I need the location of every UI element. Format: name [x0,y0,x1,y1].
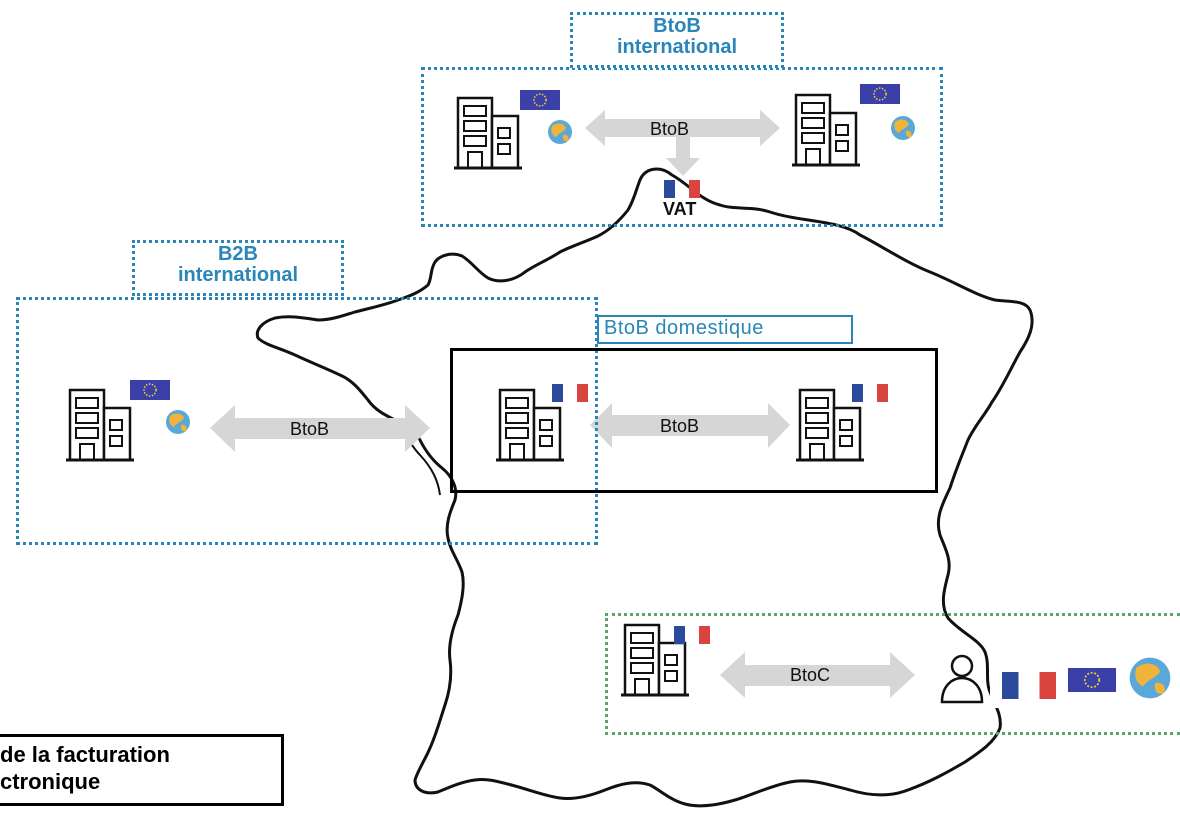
globe-icon [1129,657,1171,699]
globe-icon [166,410,190,434]
b2b-international-line1: B2B [217,243,258,265]
caption-text: de la facturation ctronique [0,741,170,795]
arrow-middle [590,403,790,448]
france-flag-icon [664,180,700,198]
btob-international-box [421,67,943,227]
arrow-top [585,110,780,146]
eu-flag-icon [129,379,171,401]
btob-international-line1: BtoB [653,15,701,37]
globe-icon [548,120,572,144]
btob-international-label: BtoB international [572,16,782,58]
eu-flag-icon [859,83,901,105]
arrow-top-label: BtoB [650,119,690,139]
btoc-box [605,613,1180,735]
building-icon [452,96,524,170]
france-flag-icon [552,384,588,402]
btob-domestique-label: BtoB domestique [604,317,764,339]
arrow-left [210,405,430,452]
caption-line2: ctronique [0,769,101,794]
france-flag-icon [1002,672,1056,699]
person-icon [940,654,984,704]
coast-gap-mask [990,650,1002,708]
building-icon [64,388,136,462]
arrow-middle-label: BtoB [660,416,700,436]
france-flag-icon [852,384,888,402]
vat-down-arrow [666,137,700,176]
eu-flag-icon [519,89,561,111]
caption-line1: de la facturation [0,742,170,767]
btob-domestique-label-box [597,315,853,344]
arrow-bottom [720,652,915,698]
vat-label: VAT [663,199,697,219]
caption-box [0,734,284,806]
arrow-bottom-label: BtoC [790,665,831,685]
building-icon [790,93,862,167]
france-flag-icon [674,626,710,644]
btob-international-label-box [570,12,784,68]
btob-domestique-box [450,348,938,493]
arrow-left-label: BtoB [290,419,330,439]
b2b-international-label: B2B international [134,244,342,286]
b2b-international-line2: international [177,264,298,286]
eu-flag-icon [1067,667,1117,693]
btob-international-line2: international [616,36,737,58]
globe-icon [891,116,915,140]
france-outline [255,167,1034,808]
b2b-international-label-box [132,240,344,296]
b2b-international-box [16,297,598,545]
